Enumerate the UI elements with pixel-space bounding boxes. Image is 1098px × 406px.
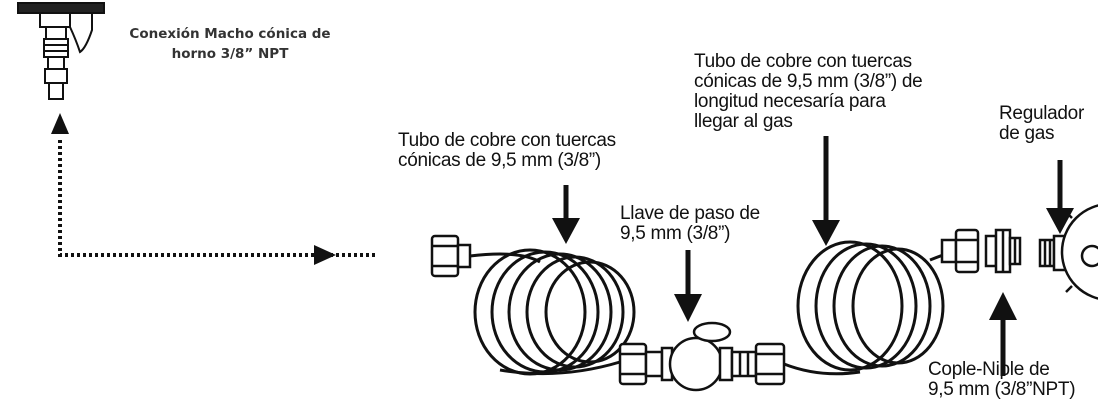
regulator-line-2: de gas [999, 123, 1055, 144]
regulator-line-1: Regulador [999, 103, 1084, 124]
regulator-label: Regulador de gas [999, 104, 1084, 144]
left-outlet-nut [618, 342, 648, 386]
tube-left-label: Tubo de cobre con tuercas cónicas de 9,5… [398, 131, 616, 171]
tube-right-line-4: llegar al gas [694, 111, 793, 132]
left-copper-coil [469, 248, 636, 376]
tube-right-label: Tubo de cobre con tuercas cónicas de 9,5… [694, 51, 923, 132]
left-flare-nut [430, 234, 472, 278]
oven-fitting [17, 2, 105, 100]
shutoff-valve-label: Llave de paso de 9,5 mm (3/8”) [620, 204, 760, 244]
tube-left-line-2: cónicas de 9,5 mm (3/8”) [398, 150, 601, 171]
right-inlet-nut [754, 342, 786, 386]
oven-connection-label: Conexión Macho cónica de horno 3/8” NPT [110, 24, 350, 64]
tube-right-line-2: cónicas de 9,5 mm (3/8”) de [694, 71, 923, 92]
pointer-arrows [552, 136, 1074, 376]
right-copper-coil [783, 240, 961, 376]
connection-path [51, 113, 375, 265]
coupler-nipple [984, 228, 1022, 274]
right-flare-nut [940, 228, 980, 274]
tube-left-line-1: Tubo de cobre con tuercas [398, 130, 616, 151]
coupler-line-1: Cople-Niple de [928, 359, 1050, 380]
shutoff-valve-line-2: 9,5 mm (3/8”) [620, 223, 731, 244]
coupler-label: Cople-Niple de 9,5 mm (3/8”NPT) [928, 359, 1076, 400]
gas-regulator [1038, 204, 1098, 300]
tube-right-line-3: longitud necesaría para [694, 91, 886, 112]
shutoff-valve [644, 321, 758, 392]
coupler-line-2: 9,5 mm (3/8”NPT) [928, 379, 1076, 400]
tube-right-line-1: Tubo de cobre con tuercas [694, 51, 912, 72]
oven-connection-line-2: horno 3/8” NPT [171, 46, 289, 62]
oven-connection-line-1: Conexión Macho cónica de [129, 26, 331, 42]
shutoff-valve-line-1: Llave de paso de [620, 203, 760, 224]
